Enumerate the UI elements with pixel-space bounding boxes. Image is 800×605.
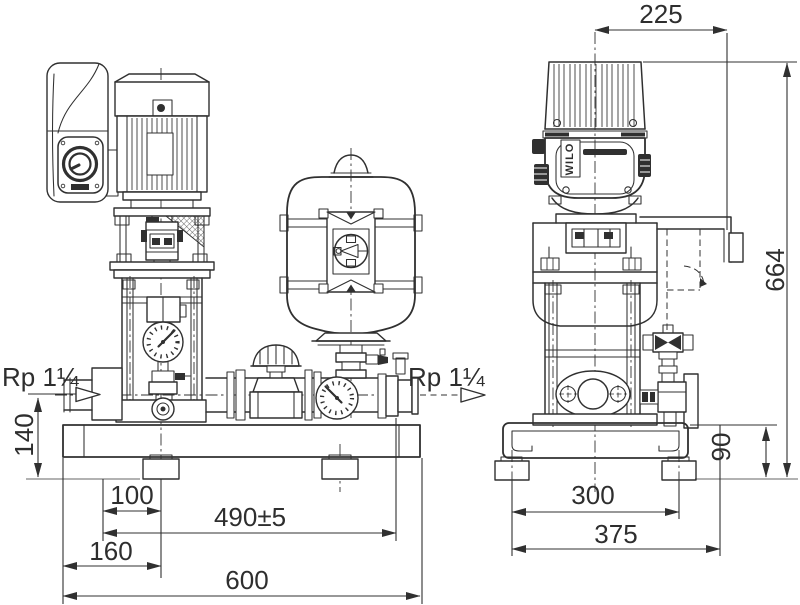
tank-air-valve-cap — [333, 154, 369, 174]
dimension-90: 90 — [690, 424, 777, 478]
coupling — [141, 221, 183, 267]
dimension-160: 160 — [62, 458, 162, 604]
motor-side: WILO — [532, 61, 651, 215]
inlet-pipe — [63, 377, 93, 413]
outlet-fitting — [377, 352, 419, 419]
dimension-100: 100 — [102, 479, 162, 578]
dim-label-160: 160 — [89, 536, 132, 566]
dimension-600: 600 — [62, 458, 423, 604]
tank-foot-skirt — [315, 332, 387, 342]
base-frame-front — [26, 424, 421, 480]
dimension-225: 225 — [594, 0, 728, 230]
display-strip — [583, 149, 627, 155]
dim-label-300: 300 — [571, 480, 614, 510]
manifold-pressure-gauge — [315, 376, 359, 420]
dim-label-225: 225 — [639, 0, 682, 29]
drain-valve — [148, 370, 191, 421]
dimension-300: 300 — [511, 480, 680, 556]
outlet-port-annotation: Rp 1¼ — [408, 362, 486, 403]
controller-dial-knob — [61, 145, 99, 183]
dim-label-490: 490±5 — [214, 502, 286, 532]
pump-flange-side — [555, 370, 631, 418]
motor-nameplate — [146, 132, 174, 176]
dimension-140: 140 — [9, 397, 42, 478]
motor-front — [114, 73, 210, 209]
diaphragm-tank — [279, 154, 423, 346]
mounting-foot — [142, 458, 180, 480]
coupling-lantern — [109, 207, 215, 279]
dim-label-600: 600 — [225, 565, 268, 595]
inlet-port-annotation: Rp 1¼ — [2, 362, 101, 403]
drive-controller — [46, 62, 119, 203]
inlet-port-label: Rp 1¼ — [2, 362, 79, 392]
base-frame-side — [494, 422, 798, 488]
side-view: WILO — [494, 32, 798, 492]
pump-side — [532, 213, 658, 430]
tank-bracket-hidden — [639, 216, 744, 344]
discharge-manifold — [205, 344, 419, 421]
dimension-375: 375 — [511, 425, 721, 556]
dim-label-375: 375 — [594, 519, 637, 549]
shutoff-valve — [249, 344, 303, 419]
pump-pressure-gauge — [142, 321, 184, 372]
side-valve-assembly — [639, 324, 699, 429]
outlet-port-label: Rp 1¼ — [408, 362, 485, 392]
flow-arrow-icon — [460, 387, 486, 403]
front-view — [26, 62, 423, 492]
dim-label-100: 100 — [110, 480, 153, 510]
tank-isolation-valve — [335, 344, 388, 379]
cable-gland-knobs — [532, 139, 651, 185]
dim-label-90: 90 — [706, 433, 736, 462]
controller-label-strip — [71, 184, 89, 190]
flow-arrow-icon — [75, 386, 101, 403]
brand-logo: WILO — [564, 143, 576, 176]
dim-label-140: 140 — [9, 413, 39, 456]
mounting-foot — [321, 458, 359, 480]
cable-gland-icon — [157, 104, 165, 112]
dimension-664: 664 — [643, 61, 797, 478]
tank-label-plate — [318, 208, 384, 294]
controller-panel — [57, 136, 104, 194]
dim-label-664: 664 — [760, 248, 790, 291]
dimension-490: 490±5 — [102, 418, 397, 541]
tank-logo-icon — [332, 233, 369, 269]
